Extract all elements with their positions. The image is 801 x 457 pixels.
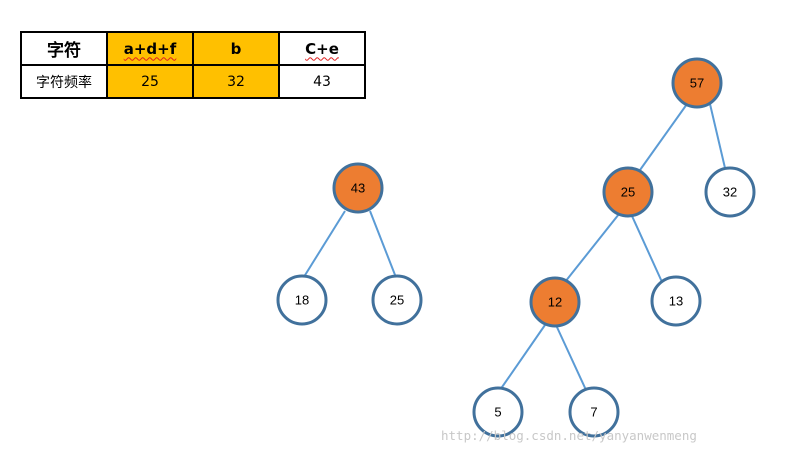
left-tree-right-child-value: 25 [390,293,404,308]
table-frequency-ce-cell: 43 [278,64,366,99]
table-header-ce: C+e [305,39,339,58]
edge-left-root-to-right-child [369,210,398,281]
right-tree-root-right-child-node: 32 [704,166,756,218]
edge-deep-node-to-left-leaf [499,324,546,391]
right-tree-deep-right-leaf-value: 7 [590,405,597,420]
table-header-ce-cell: C+e [278,31,366,66]
table-header-label: 字符 [47,41,81,61]
table-frequency-label-cell: 字符频率 [20,64,108,99]
right-tree-deep-right-leaf-node: 7 [568,386,620,438]
table-header-b-cell: b [192,31,280,66]
right-tree-inner-right-child-node: 13 [650,275,702,327]
table-header-label-cell: 字符 [20,31,108,66]
right-tree-root-value: 57 [690,76,704,91]
edge-deep-node-to-right-leaf [555,324,587,391]
table-header-b: b [230,39,242,58]
table-header-row: 字符 a+d+f b C+e [20,31,366,66]
left-tree-root-node: 43 [332,162,384,214]
table-frequency-adf: 25 [141,73,159,90]
table-frequency-ce: 43 [313,73,331,90]
table-frequency-row: 字符频率 25 32 43 [20,64,366,99]
edge-inner-node-to-deep-node [564,213,620,283]
right-tree-root-right-child-value: 32 [723,185,737,200]
right-tree-deep-left-leaf-value: 5 [494,405,501,420]
right-tree-inner-node: 25 [602,166,654,218]
edge-left-root-to-left-child [301,210,346,281]
table-frequency-label: 字符频率 [36,74,92,91]
right-tree-root-node: 57 [671,57,723,109]
right-tree-inner-node-value: 25 [621,185,635,200]
right-tree-deep-node-value: 12 [548,295,562,310]
table-header-adf: a+d+f [123,39,177,58]
edge-inner-node-to-right-child [631,215,663,283]
watermark-url: http://blog.csdn.net/yanyanwenmeng [441,428,697,443]
edge-right-root-to-inner-node [639,103,688,171]
left-tree-left-child-node: 18 [276,274,328,326]
frequency-table: 字符 a+d+f b C+e 字符频率 25 32 43 [20,31,366,99]
table-header-adf-cell: a+d+f [106,31,194,66]
left-tree-left-child-value: 18 [295,293,309,308]
table-frequency-b-cell: 32 [192,64,280,99]
edge-right-root-to-right-child [709,103,726,169]
left-tree-right-child-node: 25 [371,274,423,326]
right-tree-deep-left-leaf-node: 5 [472,386,524,438]
table-frequency-adf-cell: 25 [106,64,194,99]
right-tree-inner-right-child-value: 13 [669,294,683,309]
left-tree-root-value: 43 [351,181,365,196]
table-frequency-b: 32 [227,73,245,90]
right-tree-deep-node: 12 [529,276,581,328]
